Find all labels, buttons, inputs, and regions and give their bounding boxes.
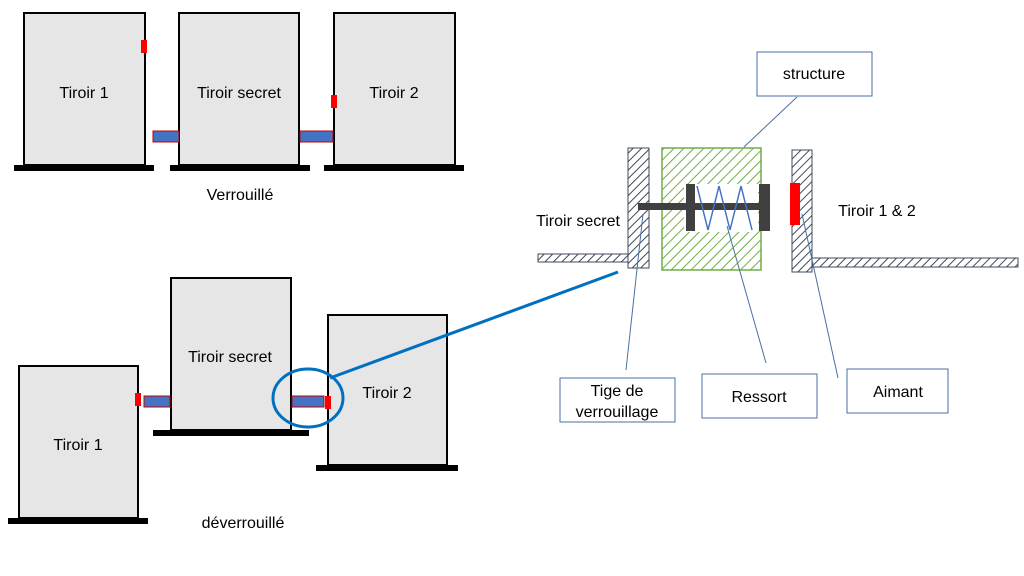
structure-callout-box [756, 51, 873, 97]
spring-callout-label: Ressort [731, 389, 787, 406]
bottom-drawer-1-label: Tiroir 1 [53, 437, 102, 454]
bottom-rod-right [291, 395, 325, 408]
drawers-floor [811, 257, 1019, 268]
bottom-drawer-secret-label: Tiroir secret [188, 349, 272, 366]
rod-callout-label-line2: verrouillage [576, 404, 659, 421]
bottom-magnet-2 [325, 396, 331, 409]
bottom-base-secret [153, 430, 309, 436]
rod-callout-box [559, 377, 676, 423]
spring-callout-box [701, 373, 818, 419]
structure-leader-line [743, 96, 798, 148]
top-magnet-2 [331, 95, 337, 108]
zoom-link-line [329, 270, 619, 380]
top-drawer-1-label: Tiroir 1 [59, 85, 108, 102]
top-base-right [324, 165, 464, 171]
top-rod-right [299, 130, 334, 143]
top-drawer-2 [333, 12, 456, 166]
bottom-unlocked-state: Tiroir 1 Tiroir secret Tiroir 2 déverrou… [8, 270, 619, 532]
bottom-rod-left [143, 395, 171, 408]
rod-leader-line [625, 213, 644, 371]
rod-stop-plate [759, 184, 770, 231]
top-drawer-1 [23, 12, 146, 166]
top-drawer-secret [178, 12, 300, 166]
top-base-left [14, 165, 154, 171]
secret-drawer-floor [537, 253, 629, 263]
mechanism-detail: Tiroir secret Tiroir 1 & 2 structure Tig… [536, 51, 1019, 423]
detail-drawers-label: Tiroir 1 & 2 [838, 203, 916, 220]
structure-callout-label: structure [783, 66, 845, 83]
rod-callout-label-line1: Tige de [591, 383, 644, 400]
top-rod-left [152, 130, 180, 143]
top-state-label: Verrouillé [207, 187, 274, 204]
bottom-state-label: déverrouillé [202, 515, 285, 532]
magnet-callout-label: Aimant [873, 384, 923, 401]
top-magnet-1 [141, 40, 147, 53]
top-drawer-2-label: Tiroir 2 [369, 85, 418, 102]
bottom-drawer-2 [327, 314, 448, 466]
bottom-drawer-secret [170, 277, 292, 431]
spring-leader-line [726, 225, 767, 364]
zoom-highlight-circle [271, 367, 345, 429]
top-drawer-secret-label: Tiroir secret [197, 85, 281, 102]
top-base-secret [170, 165, 310, 171]
bottom-base-right [316, 465, 458, 471]
bottom-magnet-1 [135, 393, 141, 406]
detail-magnet [790, 183, 800, 225]
rod-head-plate [686, 184, 695, 231]
detail-secret-drawer-label: Tiroir secret [536, 213, 620, 230]
top-locked-state: Tiroir 1 Tiroir secret Tiroir 2 Verrouil… [14, 12, 464, 204]
magnet-leader-line [801, 213, 839, 379]
spring-coil [696, 185, 753, 231]
bottom-drawer-2-label: Tiroir 2 [362, 385, 411, 402]
bottom-drawer-1 [18, 365, 139, 519]
magnet-callout-box [846, 368, 949, 414]
bottom-base-left [8, 518, 148, 524]
